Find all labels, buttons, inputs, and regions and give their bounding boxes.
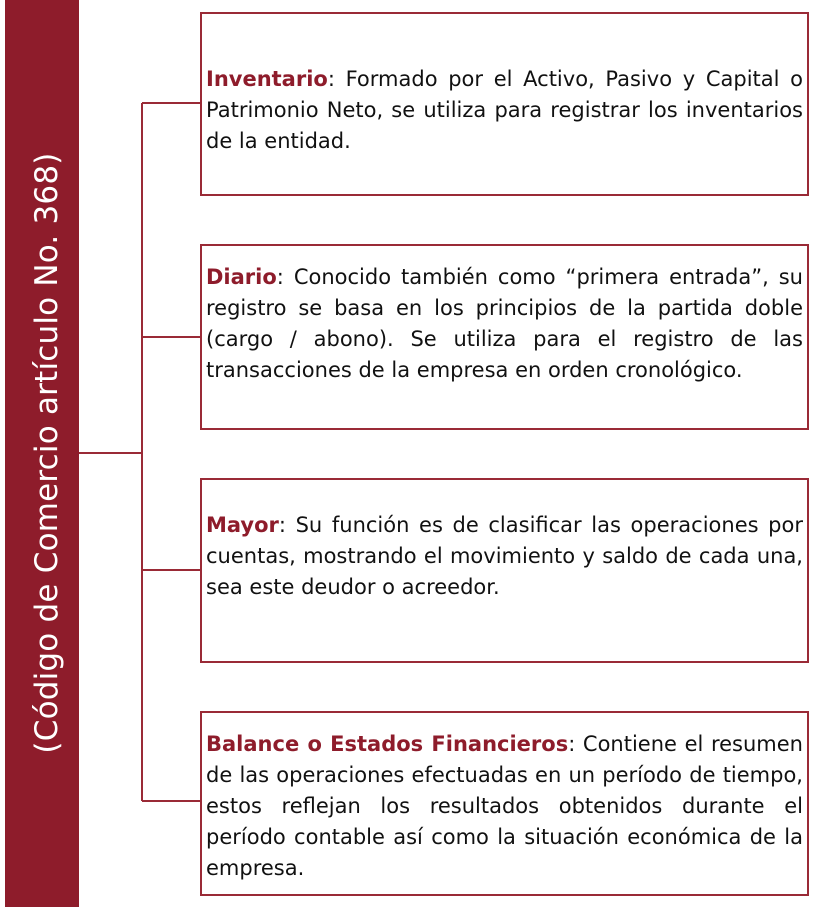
book-box-inventario: Inventario: Formado por el Activo, Pasiv… — [200, 12, 809, 196]
book-text: Balance o Estados Financieros: Contiene … — [206, 729, 803, 884]
book-description: Conocido también como “primera entrada”,… — [206, 265, 803, 382]
term-separator: : — [327, 67, 335, 91]
book-text: Inventario: Formado por el Activo, Pasiv… — [206, 64, 803, 157]
book-box-diario: Diario: Conocido también como “primera e… — [200, 244, 809, 430]
term-separator: : — [568, 732, 576, 756]
book-term: Diario — [206, 265, 277, 289]
book-term: Inventario — [206, 67, 328, 91]
book-description: Formado por el Activo, Pasivo y Capital … — [206, 67, 803, 153]
term-separator: : — [276, 265, 284, 289]
book-box-balance: Balance o Estados Financieros: Contiene … — [200, 711, 809, 896]
book-text: Diario: Conocido también como “primera e… — [206, 262, 803, 386]
side-bar: (Código de Comercio artículo No. 368) — [5, 0, 79, 907]
book-description: Su función es de clasificar las operacio… — [206, 513, 803, 599]
term-separator: : — [278, 513, 286, 537]
book-term: Balance o Estados Financieros — [206, 732, 569, 756]
book-description: Contiene el resumen de las operaciones e… — [206, 732, 803, 880]
book-text: Mayor: Su función es de clasificar las o… — [206, 510, 803, 603]
book-term: Mayor — [206, 513, 279, 537]
book-box-mayor: Mayor: Su función es de clasificar las o… — [200, 478, 809, 663]
